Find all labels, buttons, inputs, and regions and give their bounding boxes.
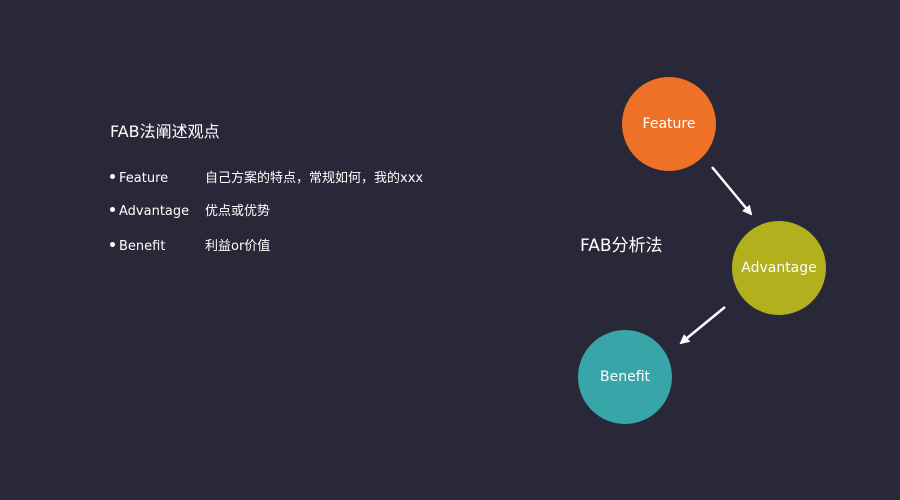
- bullet-term: Advantage: [119, 204, 190, 219]
- bullet-description: 优点或优势: [205, 204, 271, 219]
- node-feature-label: Feature: [642, 116, 696, 132]
- arrow-advantage-to-benefit: [679, 306, 726, 345]
- diagram-title: FAB分析法: [580, 236, 663, 256]
- bullet-item-feature: Feature 自己方案的特点，常规如何，我的xxx: [110, 169, 423, 189]
- node-feature: Feature: [622, 77, 716, 171]
- arrow-feature-to-advantage: [711, 166, 753, 216]
- node-advantage-label: Advantage: [741, 260, 817, 276]
- bullet-term: Benefit: [119, 239, 166, 254]
- node-benefit-label: Benefit: [599, 369, 650, 385]
- bullet-term: Feature: [119, 171, 169, 186]
- bullet-dot-icon: [110, 207, 115, 212]
- bullet-dot-icon: [110, 174, 115, 179]
- bullet-description: 自己方案的特点，常规如何，我的xxx: [205, 171, 424, 186]
- bullet-description: 利益or价值: [205, 239, 271, 254]
- bullet-item-benefit: Benefit 利益or价值: [110, 237, 270, 257]
- bullet-dot-icon: [110, 242, 115, 247]
- node-benefit: Benefit: [578, 330, 672, 424]
- bullet-item-advantage: Advantage 优点或优势: [110, 202, 270, 222]
- node-advantage: Advantage: [732, 221, 826, 315]
- section-title: FAB法阐述观点: [110, 122, 220, 141]
